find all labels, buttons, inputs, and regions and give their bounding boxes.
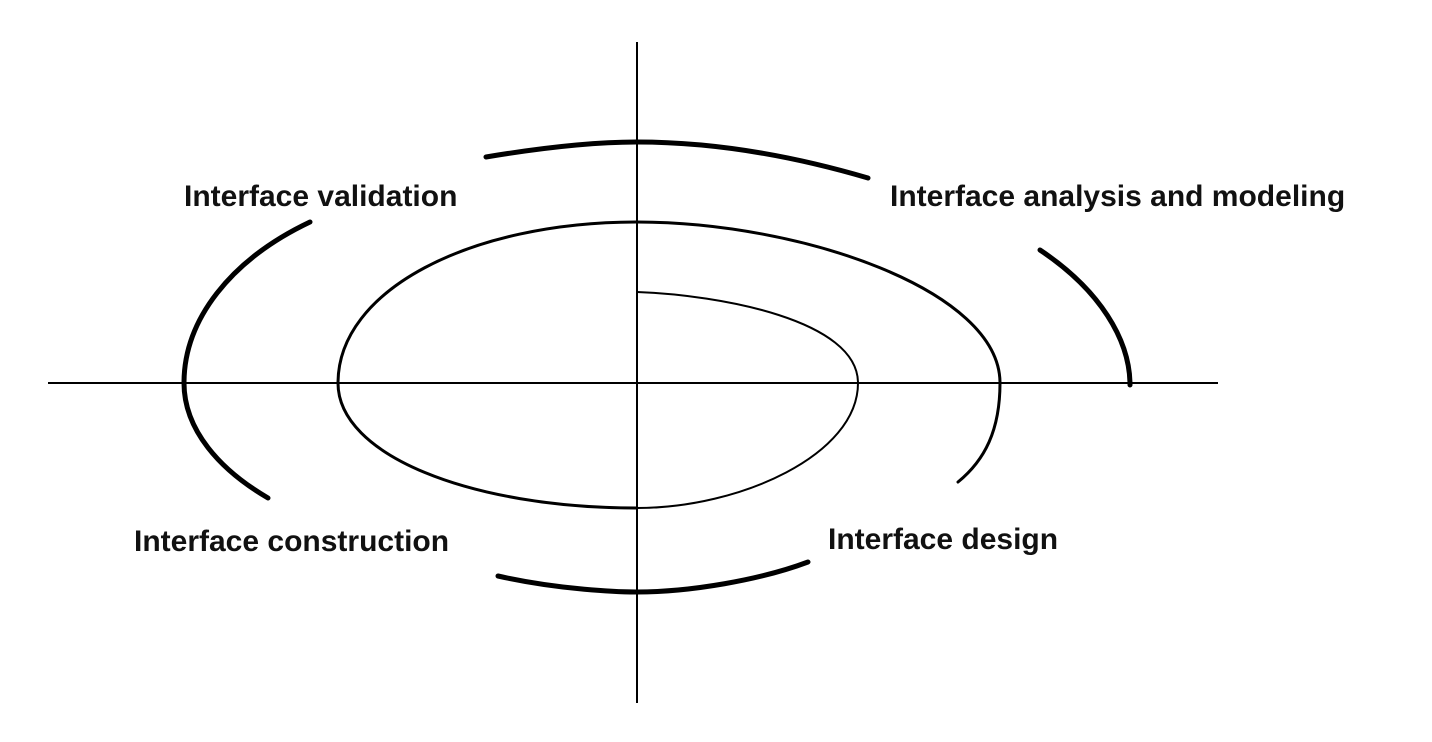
label-interface-validation: Interface validation — [184, 180, 457, 213]
spiral-outer-arc-left — [181, 219, 313, 501]
label-interface-construction: Interface construction — [134, 525, 449, 558]
spiral-inner-arc — [636, 291, 860, 509]
label-interface-analysis-and-modeling: Interface analysis and modeling — [890, 180, 1345, 213]
spiral-outer-arc-right — [1037, 247, 1133, 388]
spiral-middle-loop — [336, 220, 1002, 510]
spiral-outer-arc-bottom — [495, 559, 811, 595]
label-interface-design: Interface design — [828, 523, 1058, 556]
spiral-outer-arc-top — [483, 139, 871, 181]
